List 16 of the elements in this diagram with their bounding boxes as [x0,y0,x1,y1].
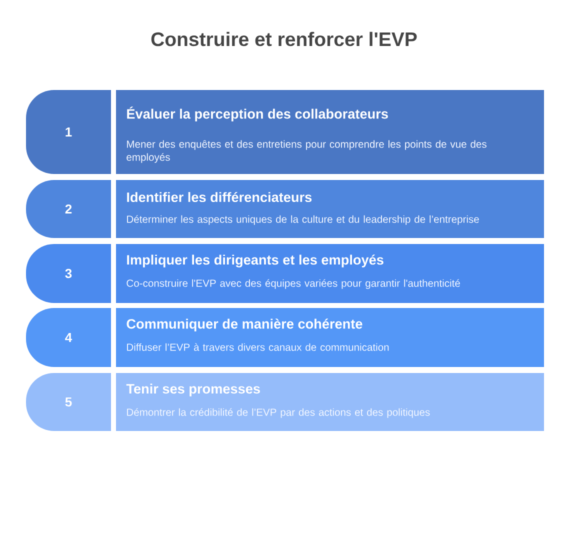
title: Construire et renforcer l'EVP [151,32,417,46]
step-heading: Impliquer les dirigeants et les employés [127,254,384,268]
step-number-tab: 5 [26,373,111,431]
step-description: Diffuser l’EVP à travers divers canaux de communication [127,343,389,351]
step-heading: Communiquer de manière cohérente [126,318,362,332]
step-number-tab: 3 [26,244,111,303]
step-description: Mener des enquêtes et des entretiens pour comprendre les points de vue des employés [126,140,486,163]
step-description: Démontrer la crédibilité de l’EVP par des actions et des politiques [127,408,430,418]
step-number-tab: 4 [26,308,111,367]
step-heading: Tenir ses promesses [126,384,260,396]
step-description: Déterminer les aspects uniques de la culture et du leadership de l’entreprise [127,215,479,225]
step-heading: Identifier les différenciateurs [127,192,312,202]
step-number-tab: 1 [26,90,111,174]
step-number-tab: 2 [26,180,111,238]
step-heading: Évaluer la perception des collaborateurs [127,106,388,122]
step-description: Co-construire l'EVP avec des équipes variées pour garantir l'authenticité [126,279,460,289]
